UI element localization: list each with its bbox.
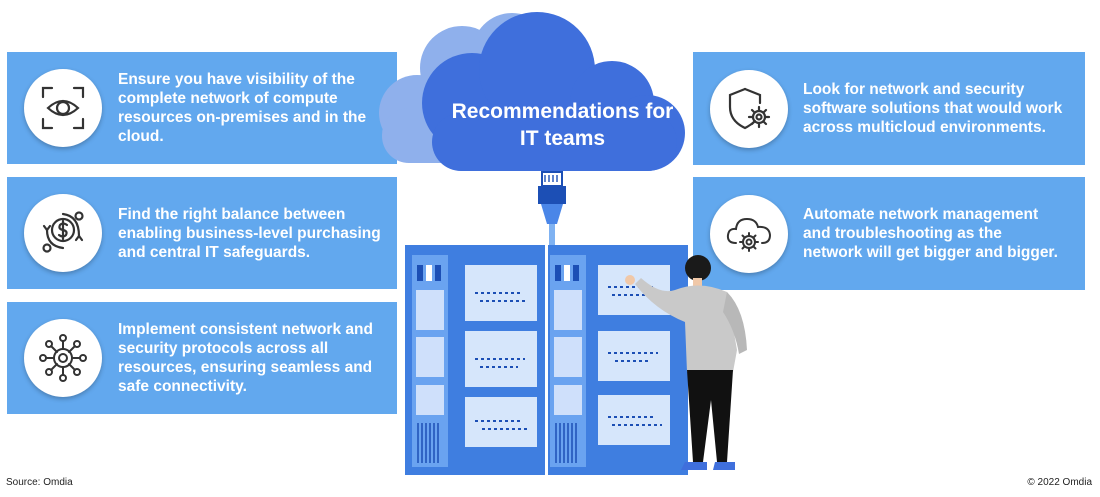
dollar-icon-circle bbox=[24, 194, 102, 272]
network-hub-gear-icon bbox=[39, 334, 87, 382]
cloud-gear-icon bbox=[726, 217, 772, 252]
eye-icon-circle bbox=[24, 69, 102, 147]
card-text-automate: Automate network management and troubles… bbox=[803, 206, 1058, 261]
person-illustration bbox=[625, 255, 747, 470]
dollar-cycle-icon bbox=[42, 211, 84, 253]
cloud-title: Recommendations for IT teams bbox=[451, 100, 674, 150]
person-shoes bbox=[681, 462, 735, 470]
cloud-front bbox=[422, 12, 685, 171]
recommendation-card-balance: Find the right balance between enabling … bbox=[7, 177, 397, 289]
recommendation-card-visibility: Ensure you have visibility of the comple… bbox=[7, 52, 397, 164]
network-icon-circle bbox=[24, 319, 102, 397]
cloud-illustration bbox=[379, 12, 685, 171]
recommendation-card-multicloud: Look for network and security software s… bbox=[693, 52, 1085, 165]
person-pants bbox=[687, 370, 733, 462]
card-text-balance: Find the right balance between enabling … bbox=[118, 205, 381, 261]
card-text-multicloud: Look for network and security software s… bbox=[803, 81, 1063, 136]
shield-gear-icon bbox=[728, 87, 771, 129]
recommendation-card-automate: Automate network management and troubles… bbox=[693, 177, 1085, 290]
person-shirt bbox=[635, 278, 737, 372]
eye-icon bbox=[41, 86, 85, 130]
server-rack-left bbox=[405, 245, 545, 475]
card-text-protocols: Implement consistent network and securit… bbox=[118, 321, 373, 395]
card-text-visibility: Ensure you have visibility of the comple… bbox=[118, 71, 367, 145]
copyright-note: © 2022 Omdia bbox=[1027, 477, 1092, 488]
network-cable bbox=[538, 171, 566, 248]
source-note: Source: Omdia bbox=[6, 477, 73, 488]
person-head bbox=[685, 255, 711, 281]
cloud-icon-circle bbox=[710, 194, 788, 273]
recommendation-card-protocols: Implement consistent network and securit… bbox=[7, 302, 397, 414]
shield-icon-circle bbox=[710, 69, 788, 148]
